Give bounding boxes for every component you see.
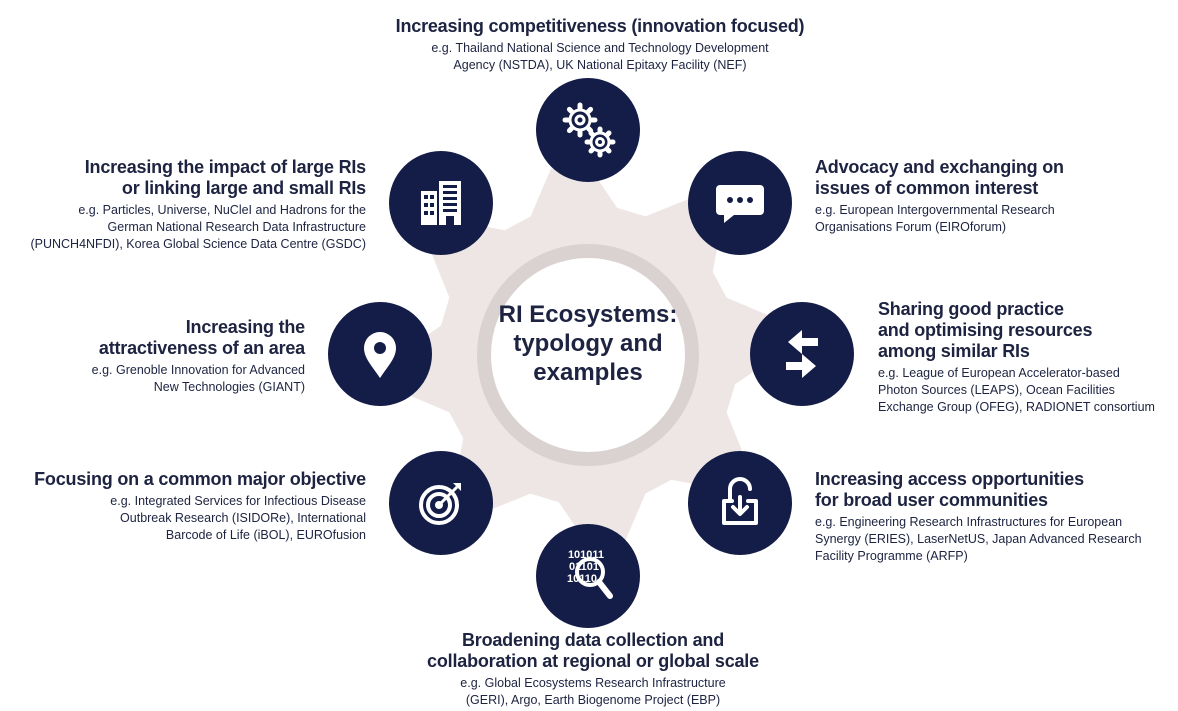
block-title: Increasing the attractiveness of an area	[30, 317, 305, 359]
title-line: Increasing competitiveness (innovation f…	[395, 16, 805, 36]
block-attractiveness: Increasing the attractiveness of an area…	[30, 317, 306, 396]
title-line: among similar RIs	[878, 341, 1030, 361]
desc-line: Facility Programme (ARFP)	[815, 549, 968, 563]
binary-search-icon: 101011 01101 10110	[567, 549, 613, 599]
desc-line: (PUNCH4NFDI), Korea Global Science Data …	[30, 237, 366, 251]
desc-line: e.g. Integrated Services for Infectious …	[110, 494, 366, 508]
desc-line: e.g. Grenoble Innovation for Advanced	[91, 363, 305, 377]
title-line: attractiveness of an area	[98, 338, 305, 358]
block-desc: e.g. European Intergovernmental Research…	[815, 202, 1155, 236]
desc-line: Organisations Forum (EIROforum)	[815, 220, 1007, 234]
node-advocacy	[688, 151, 792, 255]
desc-line: Photon Sources (LEAPS), Ocean Facilities	[878, 383, 1115, 397]
desc-line: e.g. League of European Accelerator-base…	[878, 366, 1120, 380]
center-title-line: typology and	[513, 330, 663, 357]
unlock-download-icon	[722, 477, 758, 525]
block-title: Broadening data collection and collabora…	[370, 630, 816, 672]
gears-icon	[562, 102, 616, 158]
block-competitiveness: Increasing competitiveness (innovation f…	[330, 16, 870, 74]
block-desc: e.g. Integrated Services for Infectious …	[4, 493, 366, 544]
title-line: Advocacy and exchanging on	[815, 157, 1064, 177]
desc-line: German National Research Data Infrastruc…	[107, 220, 366, 234]
exchange-arrows-icon	[786, 330, 818, 378]
center-title-line: examples	[533, 359, 643, 386]
block-title: Increasing the impact of large RIs or li…	[4, 157, 366, 199]
block-sharing: Sharing good practice and optimising res…	[878, 299, 1176, 416]
chat-bubble-icon	[716, 185, 764, 223]
node-attractiveness	[328, 302, 432, 406]
desc-line: e.g. European Intergovernmental Research	[815, 203, 1055, 217]
block-desc: e.g. Global Ecosystems Research Infrastr…	[370, 675, 816, 709]
block-desc: e.g. Thailand National Science and Techn…	[330, 40, 870, 74]
title-line: Increasing access opportunities	[815, 469, 1084, 489]
desc-line: e.g. Thailand National Science and Techn…	[431, 41, 769, 55]
desc-line: (GERI), Argo, Earth Biogenome Project (E…	[465, 693, 721, 707]
block-title: Increasing access opportunities for broa…	[815, 469, 1175, 511]
node-competitiveness	[536, 78, 640, 182]
block-advocacy: Advocacy and exchanging on issues of com…	[815, 157, 1155, 236]
buildings-icon	[421, 181, 461, 225]
title-line: collaboration at regional or global scal…	[427, 651, 759, 671]
block-title: Advocacy and exchanging on issues of com…	[815, 157, 1155, 199]
block-impact: Increasing the impact of large RIs or li…	[4, 157, 366, 253]
desc-line: Barcode of Life (iBOL), EUROfusion	[165, 528, 366, 542]
node-sharing	[750, 302, 854, 406]
block-desc: e.g. Grenoble Innovation for Advanced Ne…	[30, 362, 305, 396]
title-line: or linking large and small RIs	[121, 178, 366, 198]
title-line: Sharing good practice	[878, 299, 1064, 319]
node-impact	[389, 151, 493, 255]
block-access: Increasing access opportunities for broa…	[815, 469, 1175, 565]
desc-line: e.g. Particles, Universe, NuCleI and Had…	[78, 203, 366, 217]
block-title: Increasing competitiveness (innovation f…	[330, 16, 870, 37]
title-line: Focusing on a common major objective	[34, 469, 366, 489]
block-title: Sharing good practice and optimising res…	[878, 299, 1176, 362]
desc-line: Synergy (ERIES), LaserNetUS, Japan Advan…	[815, 532, 1142, 546]
block-desc: e.g. Engineering Research Infrastructure…	[815, 514, 1175, 565]
map-pin-icon	[364, 332, 396, 378]
desc-line: e.g. Engineering Research Infrastructure…	[815, 515, 1123, 529]
center-title-line: RI Ecosystems:	[498, 301, 678, 328]
block-desc: e.g. League of European Accelerator-base…	[878, 365, 1176, 416]
node-data-collection: 101011 01101 10110	[536, 524, 640, 628]
title-line: for broad user communities	[815, 490, 1048, 510]
title-line: Increasing the	[185, 317, 305, 337]
binary-line: 01101	[569, 561, 599, 573]
block-title: Focusing on a common major objective	[4, 469, 366, 490]
target-icon	[419, 483, 461, 525]
desc-line: e.g. Global Ecosystems Research Infrastr…	[460, 676, 726, 690]
desc-line: Exchange Group (OFEG), RADIONET consorti…	[878, 400, 1155, 414]
desc-line: Agency (NSTDA), UK National Epitaxy Faci…	[453, 58, 747, 72]
block-desc: e.g. Particles, Universe, NuCleI and Had…	[4, 202, 366, 253]
center-ring	[477, 244, 699, 466]
binary-line: 10110	[567, 573, 597, 585]
block-common-objective: Focusing on a common major objective e.g…	[4, 469, 366, 544]
block-data-collection: Broadening data collection and collabora…	[370, 630, 816, 709]
node-access	[688, 451, 792, 555]
title-line: and optimising resources	[878, 320, 1093, 340]
desc-line: Outbreak Research (ISIDORe), Internation…	[120, 511, 366, 525]
title-line: issues of common interest	[815, 178, 1039, 198]
title-line: Broadening data collection and	[461, 630, 725, 650]
center-title: RI Ecosystems: typology and examples	[488, 300, 688, 387]
node-common-objective	[389, 451, 493, 555]
title-line: Increasing the impact of large RIs	[84, 157, 366, 177]
desc-line: New Technologies (GIANT)	[153, 380, 305, 394]
